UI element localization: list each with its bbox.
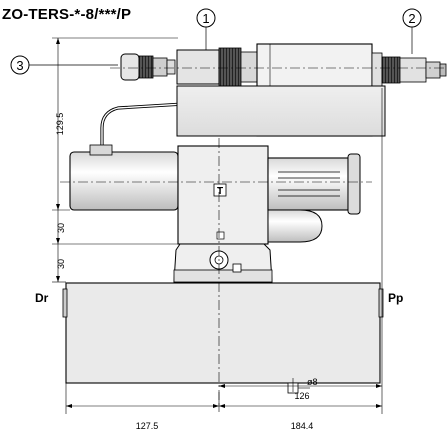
dim-width-left: 127.5: [136, 421, 159, 431]
callout-3: 3: [10, 55, 118, 75]
callout-2-label: 2: [408, 11, 415, 26]
callout-2: 2: [402, 8, 422, 54]
dim-width-right: 184.4: [291, 421, 314, 431]
pressure-port-label: Pp: [388, 291, 403, 305]
callout-1: 1: [196, 8, 216, 58]
dimension-lines: [52, 37, 383, 414]
diagram-title: ZO-TERS-*-8/***/P: [2, 6, 132, 23]
dim-height-lower: 30: [56, 259, 66, 269]
drain-port-label: Dr: [35, 291, 49, 305]
dim-width-inner: 126: [294, 391, 309, 401]
connector-3: [120, 53, 176, 81]
callout-1-label: 1: [202, 11, 209, 26]
manifold-block: [62, 282, 384, 394]
valve-adapter-plate: [176, 85, 386, 137]
center-lines: [60, 67, 446, 406]
dim-height-mid: 30: [56, 223, 66, 233]
valve-base: [173, 243, 273, 283]
tank-port-label: T: [217, 186, 223, 197]
connector-1: [176, 47, 258, 87]
dim-height-upper: 129.5: [55, 113, 65, 136]
dimension-arrows: [56, 38, 382, 408]
dim-bore: ø8: [307, 377, 318, 387]
connector-2: [381, 56, 447, 84]
callout-3-label: 3: [16, 58, 23, 73]
valve-body: T: [69, 144, 361, 245]
